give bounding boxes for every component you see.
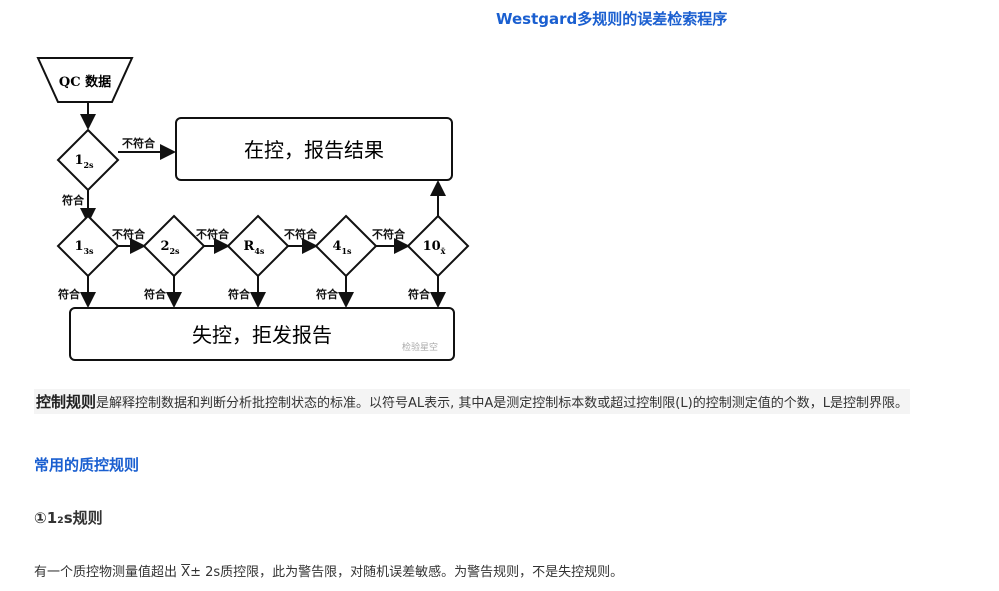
in-control-box: 在控，报告结果 [175, 117, 453, 181]
rule-1-2s-main: 1 [74, 153, 83, 168]
rules-term: 控制规则 [36, 393, 97, 411]
rules-text: 是解释控制数据和判断分析批控制状态的标准。以符号AL表示, 其中A是测定控制标本… [96, 396, 908, 411]
branch-label-yes-6: 符合 [408, 287, 431, 301]
rule-1-2s: 12s [56, 128, 120, 192]
rule-2-2s-sub: 2s [169, 246, 180, 256]
common-rules-heading: 常用的质控规则 [34, 456, 140, 474]
rule-1-3s-main: 1 [74, 239, 83, 254]
branch-label-no-5: 不符合 [372, 227, 406, 241]
rule-2-2s-main: 2 [160, 239, 169, 254]
branch-label-yes-4: 符合 [228, 287, 251, 301]
branch-label-no-4: 不符合 [284, 227, 318, 241]
rule-r-4s-main: R [244, 239, 255, 254]
rule-description: 有一个质控物测量值超出 X± 2s质控限，此为警告限，对随机误差敏感。为警告规则… [34, 561, 623, 580]
rule-4-1s-main: 4 [332, 239, 341, 254]
rule-r-4s: R4s [226, 214, 290, 278]
start-node: QC 数据 [36, 57, 134, 103]
branch-label-yes-3: 符合 [144, 287, 167, 301]
svg-text:12s: 12s [74, 153, 94, 170]
page-title: Westgard多规则的误差检索程序 [496, 10, 728, 28]
rule-desc-after: ± 2s质控限，此为警告限，对随机误差敏感。为警告规则，不是失控规则。 [190, 565, 624, 580]
westgard-flowchart: QC 数据 12s 在控，报告结果 不符合 符合 13s 不符合 [30, 50, 490, 370]
branch-label-yes-2: 符合 [58, 287, 81, 301]
branch-label-yes-1: 符合 [62, 193, 85, 207]
branch-label-no-2: 不符合 [112, 227, 146, 241]
rule-1-3s: 13s [56, 214, 120, 278]
rule-10-xbar-sub: x̄ [441, 246, 446, 256]
start-label: QC 数据 [59, 74, 111, 90]
rule-desc-before: 有一个质控物测量值超出 [34, 565, 178, 580]
xbar-symbol: X [181, 565, 191, 580]
rule-r-4s-sub: 4s [254, 246, 265, 256]
branch-label-no-3: 不符合 [196, 227, 230, 241]
out-of-control-label: 失控，拒发报告 [192, 323, 332, 347]
branch-label-yes-5: 符合 [316, 287, 339, 301]
watermark-mark: 检验星空 [402, 341, 438, 353]
out-of-control-box: 失控，拒发报告 [69, 307, 455, 361]
svg-text:41s: 41s [332, 239, 352, 256]
svg-text:R4s: R4s [244, 239, 265, 256]
in-control-label: 在控，报告结果 [244, 138, 384, 162]
svg-text:22s: 22s [160, 239, 180, 256]
rule-1-2s-sub: 2s [83, 160, 94, 170]
rule-2-2s: 22s [142, 214, 206, 278]
rule-heading: ①1₂s规则 [34, 509, 103, 527]
branch-label-no-1: 不符合 [122, 136, 156, 150]
rule-10-xbar: 10x̄ [406, 214, 470, 278]
rule-1-3s-sub: 3s [83, 246, 94, 256]
rule-4-1s: 41s [314, 214, 378, 278]
rule-10-xbar-main: 10 [423, 239, 441, 254]
svg-text:10x̄: 10x̄ [423, 239, 446, 256]
rules-definition: 控制规则是解释控制数据和判断分析批控制状态的标准。以符号AL表示, 其中A是测定… [34, 389, 910, 414]
svg-text:13s: 13s [74, 239, 94, 256]
rule-4-1s-sub: 1s [341, 246, 352, 256]
